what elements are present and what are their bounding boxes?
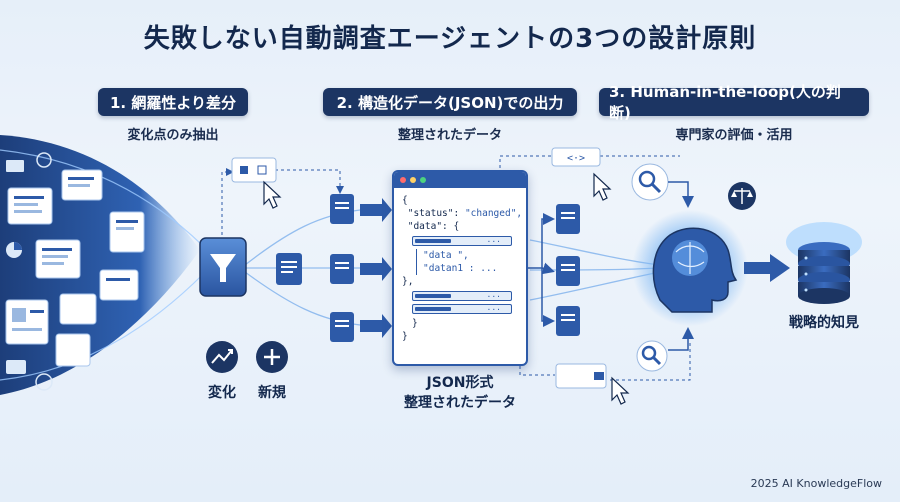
change-label: 変化 [208, 385, 236, 401]
dashed-connectors [221, 155, 691, 381]
trend-up-icon [206, 341, 238, 373]
principle-2-pill: 2. 構造化データ(JSON)での出力 [323, 88, 577, 116]
database-icon [786, 222, 862, 304]
selection-window-icon [231, 157, 277, 183]
principle-2-subtitle: 整理されたデータ [397, 128, 502, 143]
filtered-document-icon [276, 253, 302, 285]
cursor-icon-2 [593, 172, 612, 201]
json-close-2: } [402, 331, 408, 342]
json-field-bar-3 [412, 301, 512, 314]
json-window-titlebar [394, 172, 526, 188]
json-caption-line2: 整理されたデータ [404, 395, 516, 411]
json-close-data: }, [402, 276, 414, 287]
minimize-dot-icon [410, 177, 416, 183]
arrows-to-json [360, 198, 392, 338]
selection-window-icon-2 [555, 363, 607, 389]
close-dot-icon [400, 177, 406, 183]
new-label: 新規 [258, 385, 286, 401]
json-status-line: "status": "changed", [402, 207, 522, 220]
json-data-item-2: "datan1 : ... [423, 263, 498, 274]
output-label: 戦略的知見 [789, 315, 859, 331]
cursor-icon [263, 180, 282, 209]
json-field-bar [412, 233, 512, 246]
json-caption-line1: JSON形式 [426, 375, 494, 391]
page-title: 失敗しない自動調査エージェントの3つの設計原則 [143, 24, 757, 54]
json-window: { "status": "changed", "data": { "data "… [392, 170, 528, 366]
scale-icon [728, 182, 756, 210]
code-tag-icon: <·> [551, 147, 601, 167]
json-field-bar-2 [412, 288, 512, 301]
magnifier-icon [631, 163, 669, 201]
head-return-connector [668, 181, 694, 351]
principle-3-subtitle: 専門家の評価・活用 [675, 128, 793, 143]
funnel-icon [199, 237, 247, 297]
source-documents-icon [5, 152, 145, 391]
principle-3-pill: 3. Human-in-the-loop(人の判断) [599, 83, 869, 122]
magnifier-icon-2 [636, 340, 668, 372]
left-data-wave [0, 135, 216, 395]
json-open-brace: { [402, 195, 408, 206]
json-body: { "status": "changed", "data": { "data "… [394, 188, 526, 349]
json-status-value: "changed", [464, 208, 523, 219]
maximize-dot-icon [420, 177, 426, 183]
ai-head-icon [632, 210, 748, 326]
credit-text: 2025 AI KnowledgeFlow [750, 477, 882, 490]
arrow-to-database [744, 254, 790, 282]
structured-document-icons [330, 194, 354, 342]
json-data-item-1: "data ", [423, 250, 469, 261]
json-status-key: "status": [407, 208, 465, 219]
json-close-1: } [412, 318, 418, 329]
json-nested-block: "data ", "datan1 : ... [416, 249, 518, 275]
principle-1-subtitle: 変化点のみ抽出 [127, 128, 219, 143]
cursor-icon-3 [611, 376, 630, 405]
principle-1-pill: 1. 網羅性より差分 [98, 88, 248, 116]
plus-icon [256, 341, 288, 373]
svg-text:<·>: <·> [567, 153, 585, 164]
json-data-key-text: "data": { [407, 221, 460, 232]
json-data-key: "data": { [402, 220, 518, 233]
evaluated-document-icons [556, 204, 580, 336]
branch-connectors [528, 213, 555, 327]
